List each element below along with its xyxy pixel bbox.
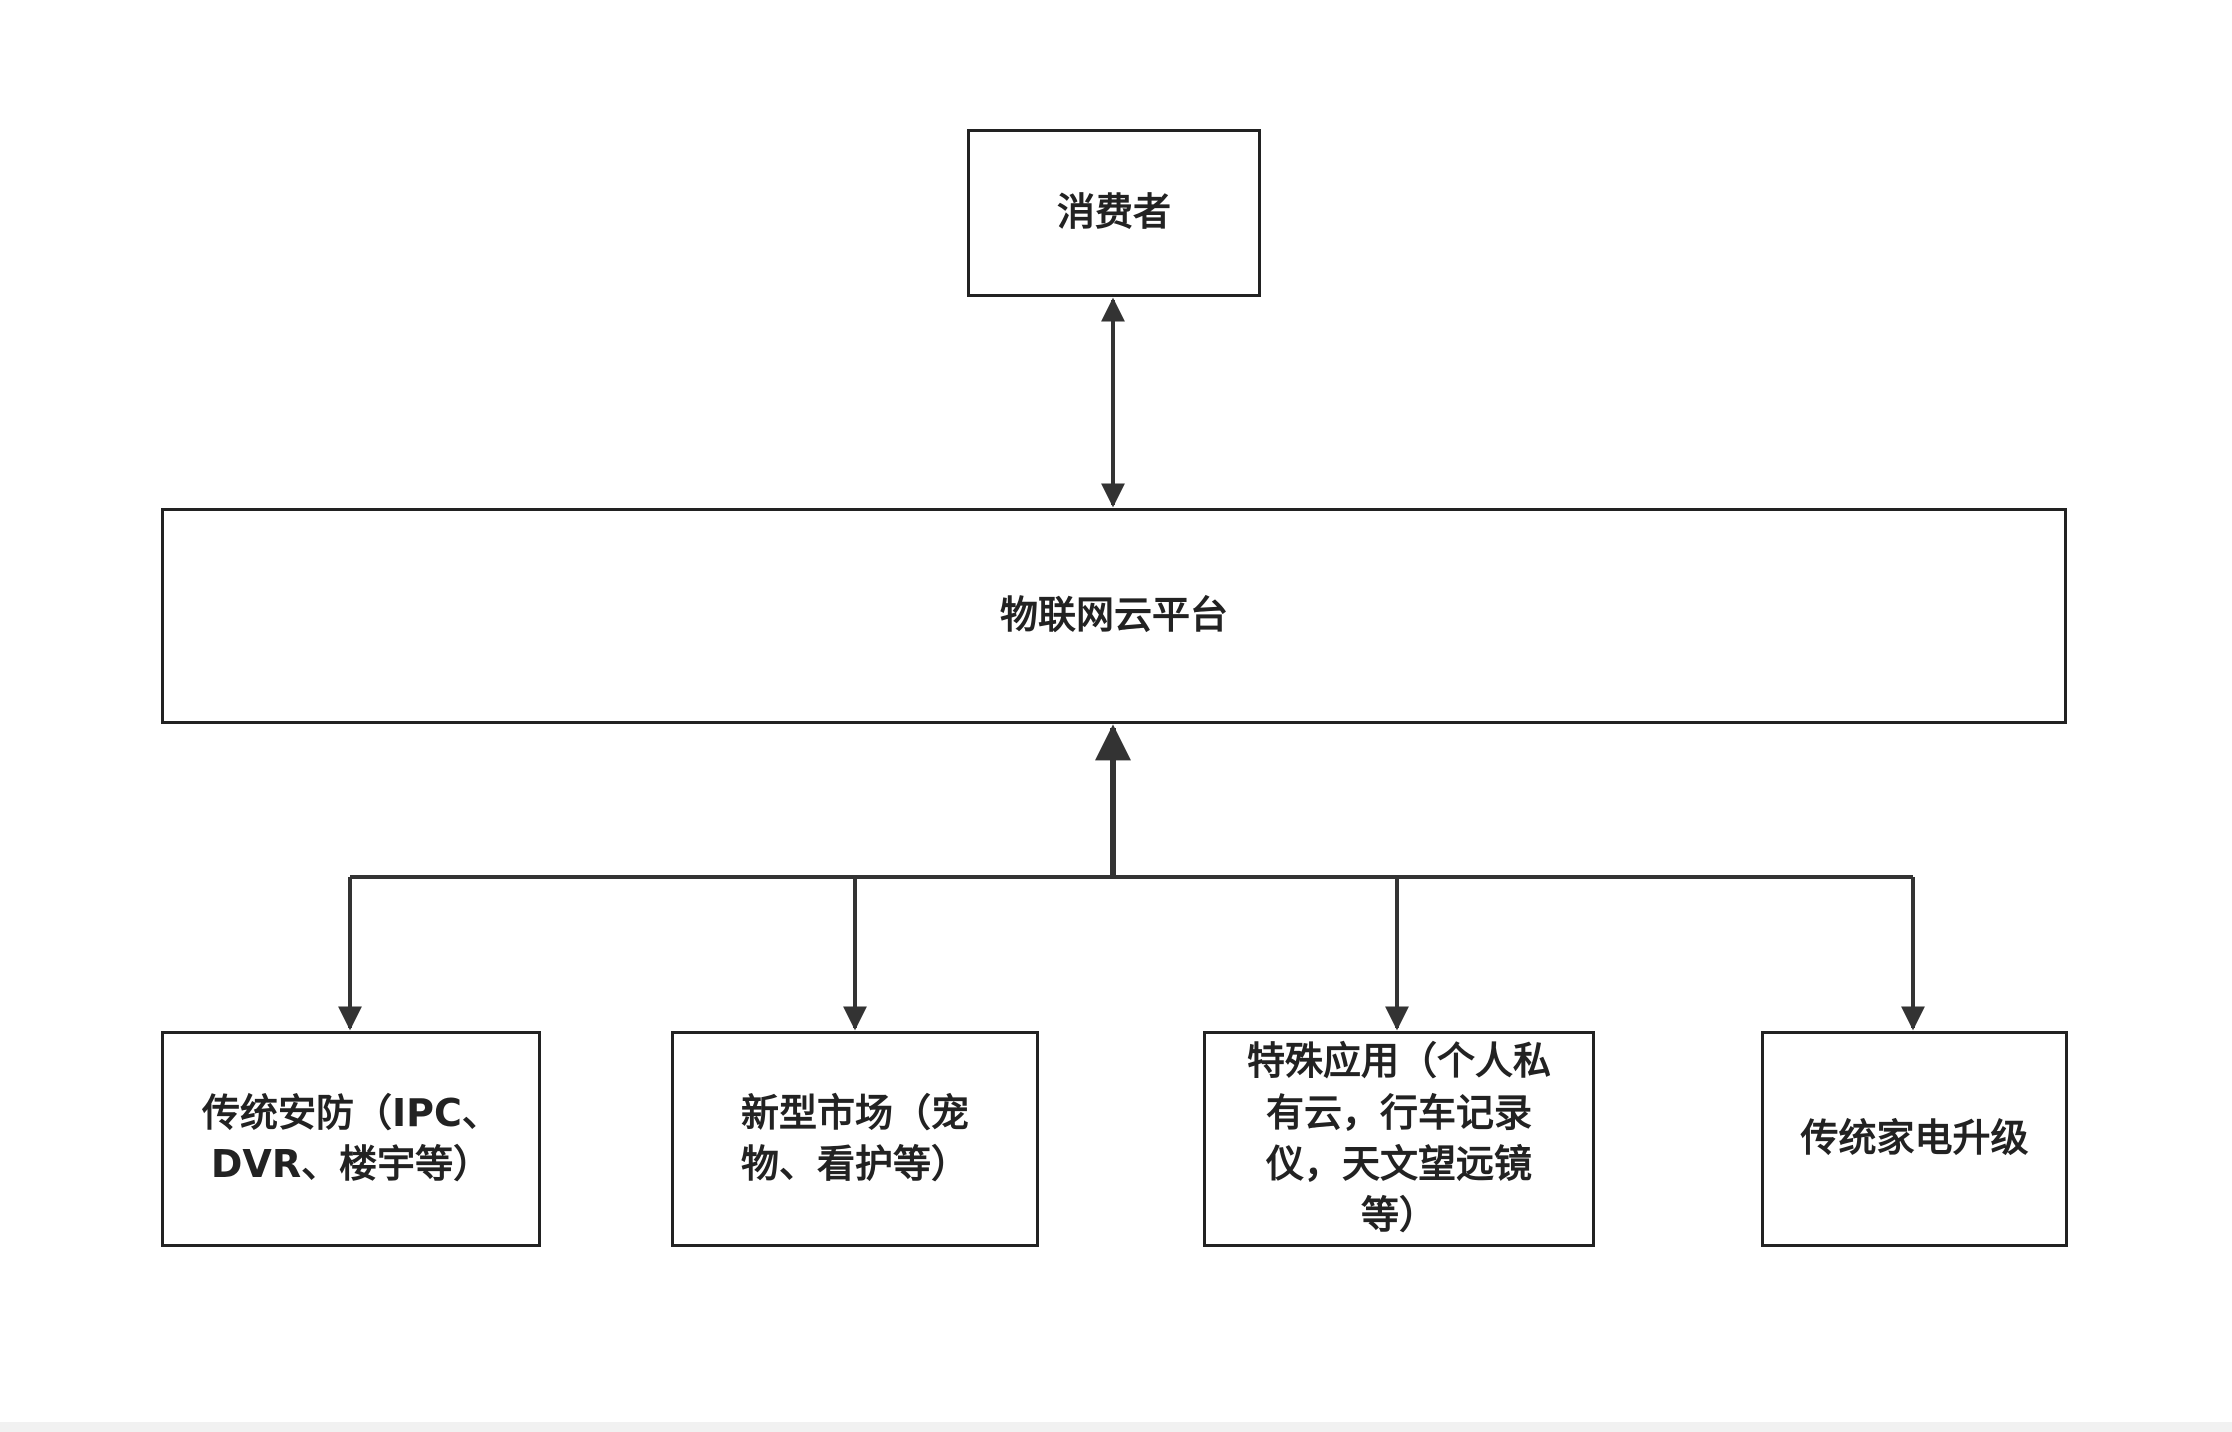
child-node-appliance-upgrade: 传统家电升级 — [1761, 1031, 2068, 1247]
child-label-3: 特殊应用（个人私 有云，行车记录 仪，天文望远镜 等） — [1246, 1039, 1551, 1238]
child-label-2: 新型市场（宠 物、看护等） — [740, 1090, 969, 1186]
child-label-4: 传统家电升级 — [1800, 1116, 2029, 1161]
consumer-node: 消费者 — [967, 129, 1261, 297]
child-node-traditional-security: 传统安防（IPC、 DVR、楼宇等） — [161, 1031, 541, 1247]
child-node-new-market: 新型市场（宠 物、看护等） — [671, 1031, 1039, 1247]
platform-label: 物联网云平台 — [999, 593, 1228, 638]
consumer-label: 消费者 — [1056, 190, 1171, 235]
child-node-special-applications: 特殊应用（个人私 有云，行车记录 仪，天文望远镜 等） — [1203, 1031, 1595, 1247]
platform-node: 物联网云平台 — [161, 508, 2067, 724]
bottom-strip — [0, 1422, 2232, 1432]
child-label-1: 传统安防（IPC、 DVR、楼宇等） — [202, 1090, 500, 1186]
